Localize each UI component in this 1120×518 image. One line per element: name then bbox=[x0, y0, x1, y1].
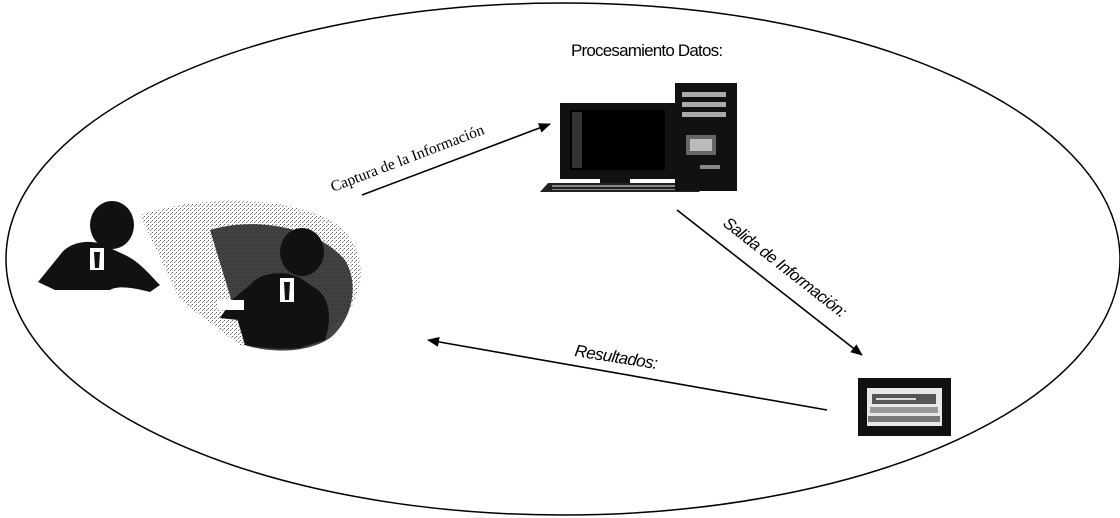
computer-icon bbox=[540, 83, 737, 192]
cycle-ellipse bbox=[5, 2, 1120, 516]
capture-arrow bbox=[361, 123, 551, 196]
capture-label: Captura de la Información bbox=[328, 121, 487, 195]
printer-icon bbox=[858, 378, 951, 436]
output-label: Salida de Información: bbox=[720, 214, 850, 321]
processing-label: Procesamiento Datos: bbox=[571, 41, 722, 60]
output-arrow bbox=[676, 209, 863, 356]
people-meeting-icon bbox=[38, 200, 361, 351]
results-arrow bbox=[427, 336, 828, 411]
